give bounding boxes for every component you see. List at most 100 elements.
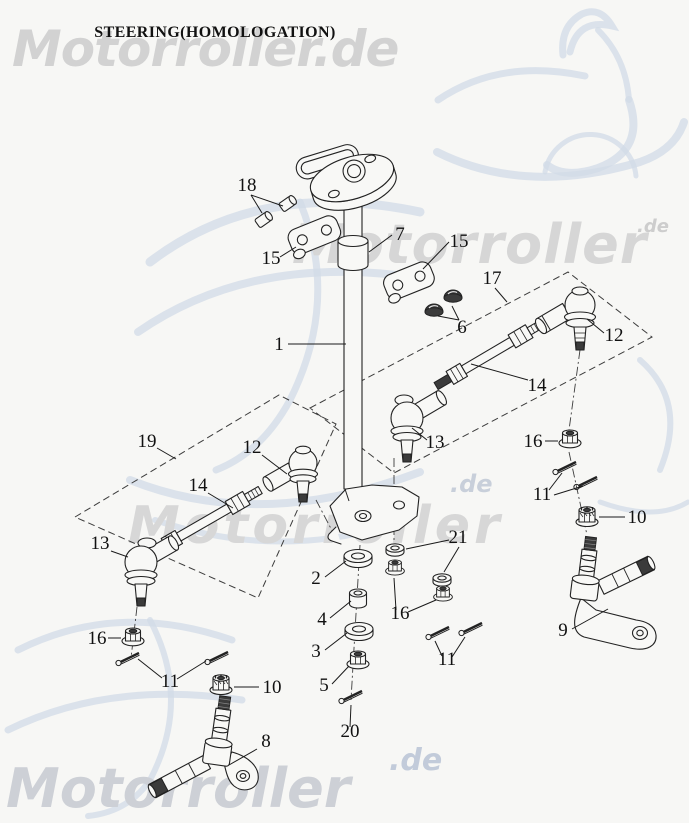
leader-line [407, 599, 437, 613]
watermark-text-4: .de [450, 470, 493, 498]
leader-line [553, 485, 584, 496]
flange-nut-16c-b [433, 585, 453, 602]
leader-line [349, 704, 352, 728]
part-label-12-14: 12 [243, 437, 262, 458]
clamp-15-right [383, 261, 435, 304]
tie-rod-end-12-left [262, 445, 319, 503]
part-label-10-10: 10 [628, 507, 647, 528]
clamp-15-left [287, 215, 342, 260]
steering-knuckle-9 [569, 535, 657, 650]
watermark-text-2: .de [637, 216, 669, 237]
castle-nut-10-right [575, 505, 599, 528]
part-label-5-4: 5 [319, 675, 329, 696]
leader-line [434, 640, 443, 657]
part-label-15-21: 15 [450, 231, 469, 252]
part-number-labels: 1234567891010111111121213131414151516161… [88, 175, 647, 752]
leader-line [261, 454, 288, 475]
leader-line [324, 560, 347, 578]
cotter-pin-11r-a [551, 460, 578, 476]
leader-line [331, 665, 350, 685]
spacer-4 [348, 588, 368, 609]
flange-nut-16c-a [385, 559, 405, 576]
part-label-16-22: 16 [88, 628, 107, 649]
part-label-2-1: 2 [311, 568, 321, 589]
part-label-6-5: 6 [457, 317, 467, 338]
leader-line [571, 608, 609, 630]
watermark-text-3: Motorroller [128, 496, 504, 556]
leader-line [250, 194, 284, 207]
part-label-14-19: 14 [528, 375, 548, 396]
leader-line [494, 287, 508, 303]
part-label-11-13: 11 [533, 484, 551, 505]
diagram-title: STEERING(HOMOLOGATION) [94, 24, 335, 41]
part-label-17-25: 17 [483, 268, 502, 289]
leader-line [368, 234, 393, 253]
steering-column-part [295, 144, 420, 545]
flange-nut-5 [346, 650, 370, 670]
flange-nut-16-right [558, 429, 582, 449]
leader-line [156, 447, 177, 460]
leader-line [443, 546, 460, 573]
watermark-scooter-logo-top-right [433, 8, 688, 181]
column-top-plate [309, 153, 397, 211]
tie-rod-end-12-right [534, 286, 597, 351]
part-label-13-17: 13 [426, 432, 445, 453]
leader-line [393, 577, 397, 611]
part-label-18-26: 18 [238, 175, 257, 196]
cotter-pin-20 [337, 689, 364, 705]
leader-line [228, 748, 258, 766]
cotter-pin-11l-a [114, 651, 141, 667]
part-label-21-29: 21 [449, 527, 468, 548]
watermark-swirl-right [597, 357, 689, 515]
watermark-text-5: Motorroller [6, 757, 354, 820]
leader-line [451, 636, 466, 658]
ball-joint-13-right [390, 390, 448, 463]
leader-line [137, 658, 163, 679]
leader-line [324, 632, 348, 651]
washer-3 [344, 621, 374, 642]
watermark-wing-logo-bottom-left [4, 617, 246, 819]
part-label-11-11: 11 [161, 671, 179, 692]
leader-line [470, 363, 529, 381]
cotter-pin-11c-b [457, 621, 484, 637]
part-label-16-23: 16 [391, 603, 410, 624]
leader-line [405, 539, 450, 550]
flange-nut-16-left [121, 627, 145, 647]
part-label-4-3: 4 [317, 609, 327, 630]
washer-21a [385, 543, 405, 557]
leader-line [586, 318, 605, 334]
leader-line [437, 315, 460, 321]
part-label-15-20: 15 [262, 248, 281, 269]
cotter-pin-11l-b [203, 650, 230, 666]
leader-line [411, 427, 428, 441]
leader-line [279, 246, 297, 258]
ball-joint-13-left [124, 535, 180, 607]
watermark-text-0: Motorroller.de [12, 20, 398, 78]
part-label-14-18: 14 [189, 475, 209, 496]
part-label-3-2: 3 [311, 641, 321, 662]
part-label-11-12: 11 [438, 649, 456, 670]
part-label-9-8: 9 [558, 620, 568, 641]
cotter-pin-11c-a [424, 625, 451, 641]
part-label-12-15: 12 [605, 325, 624, 346]
cap-nut-6a [443, 289, 463, 303]
leader-line [451, 305, 460, 321]
leader-line [207, 492, 234, 509]
washer-21b [432, 573, 452, 587]
dashed-box-19 [73, 394, 337, 599]
leader-line [548, 472, 563, 491]
leader-lines [108, 194, 625, 766]
dashed-box-17 [309, 271, 653, 474]
part-label-16-24: 16 [524, 431, 543, 452]
part-label-20-28: 20 [341, 721, 360, 742]
part-label-13-16: 13 [91, 533, 110, 554]
part-label-10-9: 10 [263, 677, 282, 698]
parts-layer [114, 144, 657, 799]
leader-line [329, 600, 352, 619]
part-label-19-27: 19 [138, 431, 157, 452]
part-label-7-6: 7 [395, 224, 405, 245]
part-label-1-0: 1 [274, 334, 284, 355]
cap-nut-6b [424, 303, 444, 317]
